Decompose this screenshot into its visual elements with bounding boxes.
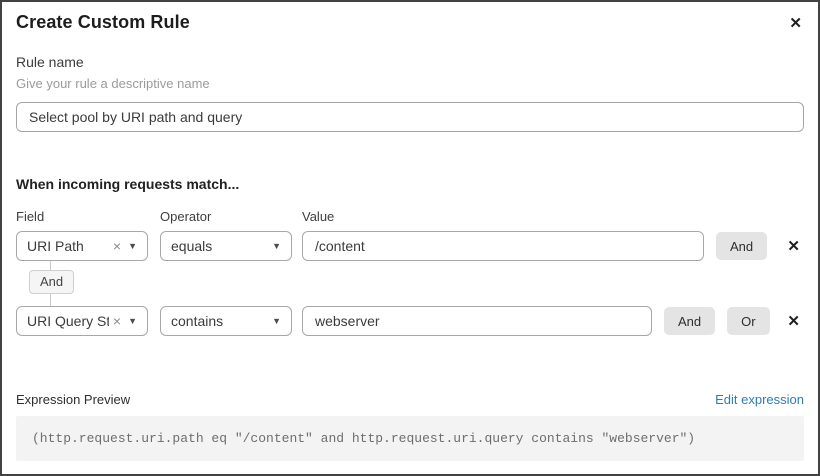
value-input-row2[interactable] bbox=[302, 306, 652, 336]
value-column-label: Value bbox=[302, 209, 335, 224]
rule-name-label: Rule name bbox=[16, 54, 84, 70]
operator-column-label: Operator bbox=[160, 209, 212, 224]
and-button-row1[interactable]: And bbox=[716, 232, 768, 260]
expression-preview-code: (http.request.uri.path eq "/content" and… bbox=[16, 416, 804, 461]
or-button-row2[interactable]: Or bbox=[727, 307, 770, 335]
chevron-down-icon: ▼ bbox=[272, 240, 281, 251]
rule-name-helper-text: Give your rule a descriptive name bbox=[16, 76, 210, 91]
connector-line-top bbox=[50, 261, 51, 270]
expression-preview-header: Expression Preview Edit expression bbox=[16, 392, 804, 407]
and-button-row2[interactable]: And bbox=[664, 307, 716, 335]
field-select-row2[interactable]: URI Query St... × ▼ bbox=[16, 306, 148, 336]
operator-select-row2[interactable]: contains ▼ bbox=[160, 306, 292, 336]
connector-and-badge: And bbox=[29, 270, 75, 294]
chevron-down-icon: ▼ bbox=[128, 315, 137, 326]
operator-select-row1-value: equals bbox=[171, 238, 213, 254]
connector-line-bottom bbox=[50, 294, 51, 306]
clear-selection-icon[interactable]: × bbox=[112, 313, 122, 329]
operator-select-row1[interactable]: equals ▼ bbox=[160, 231, 292, 261]
field-select-row2-value: URI Query St... bbox=[27, 313, 109, 329]
chevron-down-icon: ▼ bbox=[128, 240, 137, 251]
chevron-down-icon: ▼ bbox=[272, 315, 281, 326]
remove-row1-icon[interactable]: ✕ bbox=[787, 237, 800, 255]
field-select-row1-value: URI Path bbox=[27, 238, 84, 254]
value-input-row1[interactable] bbox=[302, 231, 704, 261]
operator-select-row2-value: contains bbox=[171, 313, 224, 329]
field-select-row1[interactable]: URI Path × ▼ bbox=[16, 231, 148, 261]
clear-selection-icon[interactable]: × bbox=[112, 238, 122, 254]
match-heading: When incoming requests match... bbox=[16, 176, 240, 192]
rule-name-input[interactable] bbox=[16, 102, 804, 132]
expression-preview-label: Expression Preview bbox=[16, 392, 131, 407]
condition-row-2: URI Query St... × ▼ contains ▼ And Or ✕ bbox=[16, 306, 804, 336]
remove-row2-icon[interactable]: ✕ bbox=[787, 312, 800, 330]
close-icon[interactable]: ✕ bbox=[789, 15, 802, 32]
edit-expression-link[interactable]: Edit expression bbox=[715, 392, 804, 407]
field-column-label: Field bbox=[16, 209, 45, 224]
condition-connector: And bbox=[16, 261, 804, 306]
condition-column-headers: Field Operator Value bbox=[16, 209, 804, 224]
condition-row-1: URI Path × ▼ equals ▼ And ✕ bbox=[16, 231, 804, 261]
dialog-title: Create Custom Rule bbox=[16, 12, 190, 32]
dialog-header: Create Custom Rule ✕ bbox=[16, 12, 804, 33]
